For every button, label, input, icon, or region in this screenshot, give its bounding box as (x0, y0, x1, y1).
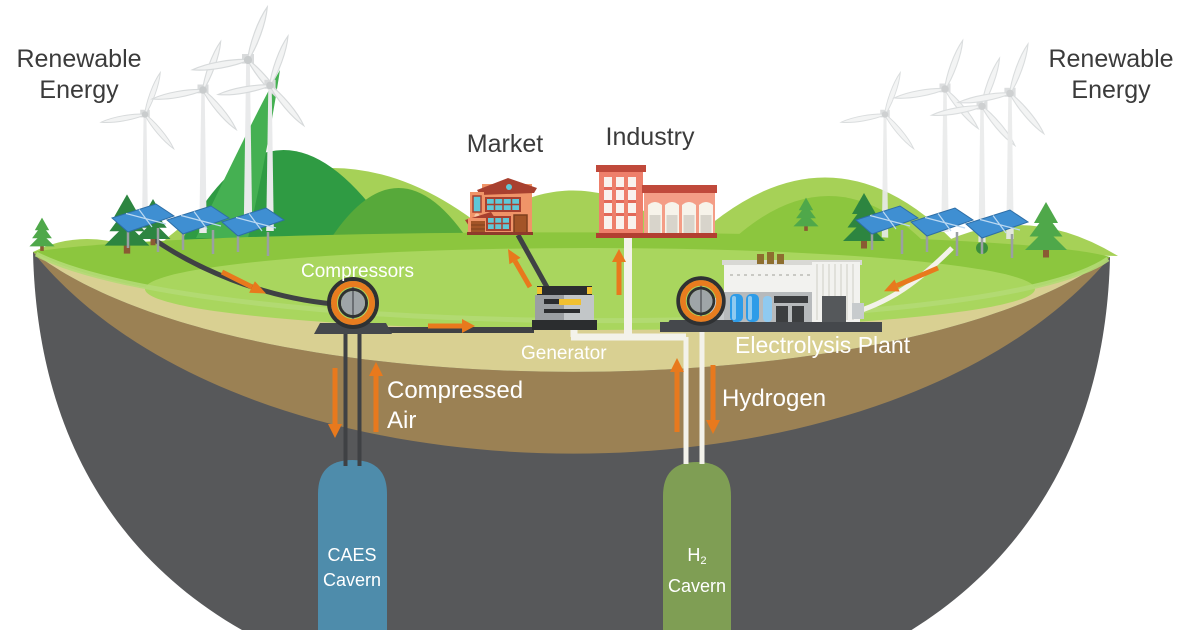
label-line: Cavern (322, 570, 382, 590)
label-line: H2 (662, 543, 732, 574)
arrow-h2-up (670, 358, 684, 432)
label-line: Cavern (667, 576, 727, 597)
label-line: CAES (327, 545, 377, 565)
market-label: Market (466, 130, 544, 158)
industry-label: Industry (605, 123, 695, 151)
label-line: Renewable (16, 45, 142, 73)
pine-tree-icon (29, 217, 55, 251)
power-line-generator-to-market (515, 233, 551, 291)
hydrogen-label: Hydrogen (722, 385, 827, 412)
label-line: Compressed (387, 377, 524, 404)
label-line: Energy (1071, 76, 1151, 105)
h2-cavern-shape (663, 462, 731, 630)
industry-window-columns (604, 177, 636, 229)
caes-cavern-label: CAES Cavern (317, 543, 387, 593)
arrow-air-down (328, 368, 342, 438)
arrow-h2-down (706, 365, 720, 434)
left-mountain-highlight (196, 70, 280, 238)
soil-layer-brown (33, 252, 1110, 454)
arrow-to-industry (612, 249, 626, 295)
compressors-label: Compressors (301, 261, 414, 282)
arrow-to-market (508, 249, 533, 289)
electrolysis-plant-icon (660, 252, 882, 332)
electrolysis-plant-label: Electrolysis Plant (735, 332, 911, 358)
power-cable-solar-to-plant (861, 246, 954, 313)
compressed-air-label: Compressed Air (387, 376, 523, 436)
caverns (318, 460, 731, 630)
h2-subscript: 2 (700, 555, 707, 568)
pipes (150, 233, 954, 466)
renewable-energy-label-left: Renewable Energy (14, 44, 144, 107)
industry-building-icon (596, 165, 717, 238)
generator-icon (532, 286, 597, 330)
caes-cavern-shape (318, 460, 387, 630)
h2-cavern-label: H2 Cavern (662, 543, 732, 599)
plant-tanks (730, 294, 772, 322)
wind-turbine-icon (957, 42, 1047, 240)
plant-cable-elbow (852, 303, 864, 319)
label-line: Renewable (1048, 45, 1174, 73)
plant-corrugation (816, 264, 854, 320)
arrow-air-to-generator (428, 319, 475, 333)
plant-chimneys (757, 252, 784, 264)
arrow-solar-to-compressor (220, 269, 266, 294)
arrow-air-up (369, 362, 383, 432)
power-cable-solar-to-compressor (150, 235, 335, 307)
label-line: Energy (39, 76, 119, 105)
h2-element: H (687, 545, 701, 565)
soil-layer-tan (33, 252, 1110, 372)
mid-mound (326, 188, 472, 246)
renewable-energy-label-right: Renewable Energy (1046, 44, 1176, 107)
flow-arrows (220, 249, 939, 438)
industry-bays (648, 202, 713, 236)
arrow-solar-to-plant (884, 265, 939, 292)
generator-label: Generator (521, 343, 607, 364)
market-building-icon (465, 178, 537, 235)
label-line: Air (387, 407, 417, 434)
